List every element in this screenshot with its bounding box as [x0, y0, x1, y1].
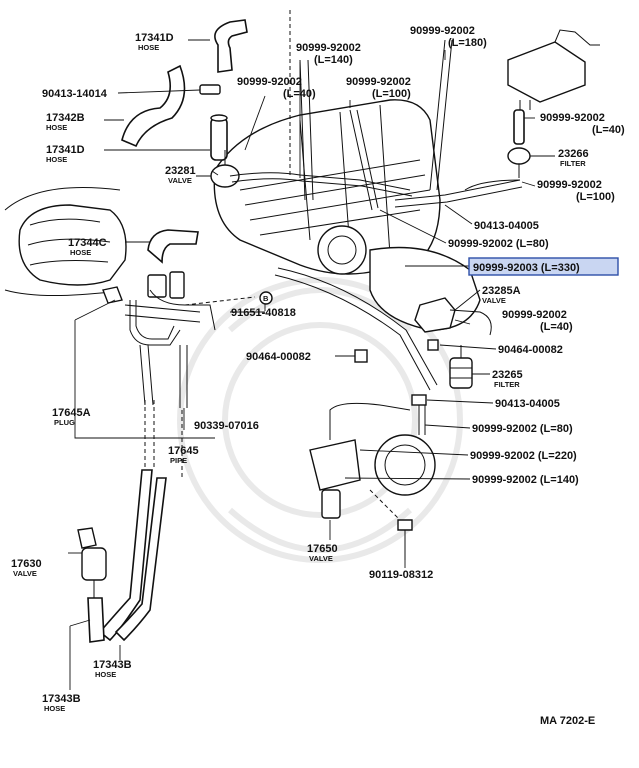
valve-23285A: [414, 297, 492, 336]
label-17344C: 17344C: [68, 237, 107, 249]
hose-17342B: [121, 64, 186, 148]
label-17343B-a-sub: HOSE: [95, 670, 116, 679]
label-90999-92002-220: 90999-92002 (L=220): [470, 450, 577, 462]
hose-17341D-mid: [210, 114, 228, 161]
label-23285A: 23285A: [482, 285, 521, 297]
label-17343B-b-sub: HOSE: [44, 704, 65, 713]
label-90999-92002-r100-len: (L=100): [576, 191, 615, 203]
label-90464-00082-right: 90464-00082: [498, 344, 563, 356]
bolt-90119-08312: [369, 489, 413, 560]
label-90413-04005-b: 90413-04005: [495, 398, 560, 410]
hose-17343B-short: [87, 597, 105, 643]
label-23285A-sub: VALVE: [482, 296, 506, 305]
diagram-code: MA 7202-E: [540, 715, 595, 727]
label-23266-sub: FILTER: [560, 159, 586, 168]
valve-17630: [77, 527, 107, 598]
label-17645: 17645: [168, 445, 199, 457]
valve-17650: [309, 402, 411, 519]
label-17342B-sub: HOSE: [46, 123, 67, 132]
plug-17645A: [102, 286, 123, 304]
canister-upper-right: [507, 29, 600, 110]
label-90999-92002-40-len: (L=40): [283, 88, 316, 100]
label-90464-00082-left: 90464-00082: [246, 351, 311, 363]
label-17343B-a: 17343B: [93, 659, 132, 671]
label-90999-92002-140: 90999-92002: [296, 42, 361, 54]
vacuum-lines: [229, 39, 523, 391]
label-17645-sub: PIPE: [170, 456, 187, 465]
label-17343B-b: 17343B: [42, 693, 81, 705]
label-17630: 17630: [11, 558, 42, 570]
dashed-guides: [144, 10, 291, 478]
label-17342B: 17342B: [46, 112, 85, 124]
label-17341D-mid: 17341D: [46, 144, 85, 156]
filter-23265: [449, 345, 473, 389]
leader-lines: [68, 39, 555, 690]
label-90999-92002-80: 90999-92002 (L=80): [448, 238, 549, 250]
label-90413-04005-a: 90413-04005: [474, 220, 539, 232]
label-90999-92002-m40: 90999-92002: [502, 309, 567, 321]
label-90413-14014: 90413-14014: [42, 88, 108, 100]
label-90339-07016: 90339-07016: [194, 420, 259, 432]
label-17645A-sub: PLUG: [54, 418, 75, 427]
clip-90464-00082-left: [354, 349, 368, 363]
label-23281: 23281: [165, 165, 196, 177]
label-90999-92002-140-len: (L=140): [314, 54, 353, 66]
label-90999-92002-b140: 90999-92002 (L=140): [472, 474, 579, 486]
label-17650-sub: VALVE: [309, 554, 333, 563]
label-17341D-top-sub: HOSE: [138, 43, 159, 52]
label-90999-92002-40: 90999-92002: [237, 76, 302, 88]
label-90999-92002-r100: 90999-92002: [537, 179, 602, 191]
hose-17343B-long: [98, 469, 167, 642]
hose-right-40: [513, 109, 525, 145]
diaphragm-bottom: [374, 434, 436, 496]
label-90999-92002-r40-len: (L=40): [592, 124, 625, 136]
label-91651-40818: 91651-40818: [231, 307, 296, 319]
label-17645A: 17645A: [52, 407, 91, 419]
label-23281-sub: VALVE: [168, 176, 192, 185]
label-17630-sub: VALVE: [13, 569, 37, 578]
highlight-box[interactable]: [468, 257, 619, 276]
label-17341D-top: 17341D: [135, 32, 174, 44]
label-90119-08312: 90119-08312: [369, 569, 433, 581]
label-90999-92002-m40-len: (L=40): [540, 321, 573, 333]
label-17344C-sub: HOSE: [70, 248, 91, 257]
label-90999-92003-330[interactable]: 90999-92003 (L=330): [473, 262, 580, 274]
engine-outline: [4, 99, 481, 331]
callout-labels: 17341D HOSE 90413-14014 17342B HOSE 1734…: [11, 25, 625, 727]
label-17341D-mid-sub: HOSE: [46, 155, 67, 164]
label-23266: 23266: [558, 148, 589, 160]
label-17650: 17650: [307, 543, 338, 555]
pipe-90413-14014: [199, 84, 221, 95]
hose-17344C: [147, 229, 199, 264]
label-90999-92002-100: 90999-92002: [346, 76, 411, 88]
label-90999-92002-b80: 90999-92002 (L=80): [472, 423, 573, 435]
reference-b-circle: [259, 291, 273, 305]
reference-b: B: [263, 294, 269, 303]
hose-17341D-top: [214, 19, 248, 73]
clip-90464-00082-right: [427, 339, 439, 351]
label-90999-92002-r40: 90999-92002: [540, 112, 605, 124]
label-90999-92002-180: 90999-92002: [410, 25, 475, 37]
union-90413-04005: [411, 394, 427, 435]
label-90999-92002-100-len: (L=100): [372, 88, 411, 100]
vsv-bracket-91651: [147, 271, 185, 299]
label-90999-92002-180-len: (L=180): [448, 37, 487, 49]
label-23265: 23265: [492, 369, 523, 381]
filter-23266: [507, 147, 531, 178]
label-23265-sub: FILTER: [494, 380, 520, 389]
